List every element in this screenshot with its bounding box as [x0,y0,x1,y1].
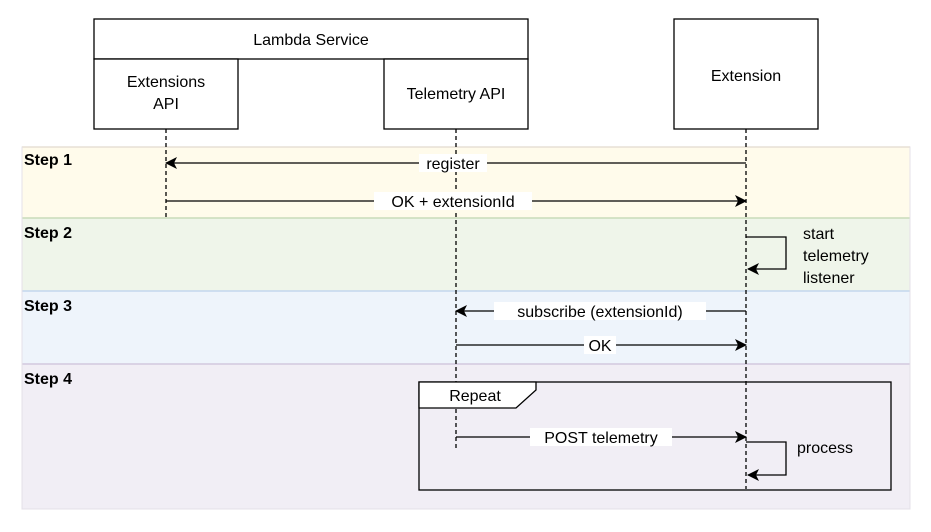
subscribe-label-bg [494,302,706,320]
start-label-line3: listener [803,270,855,287]
register-label: register [426,156,480,173]
extension-label: Extension [711,68,781,85]
lambda-service-box [93,18,529,60]
step2-band [22,218,910,291]
ok-extension-id-label-bg [374,192,532,210]
extensions-api-box [93,58,239,130]
step3-label: Step 3 [24,298,72,315]
repeat-tab [418,381,537,409]
start-label-line1: start [803,226,835,243]
process-self-arrow [746,441,787,481]
extensions-api-label-line1: Extensions [127,74,205,91]
start-label-line2: telemetry [803,248,869,265]
step1-label: Step 1 [24,152,72,169]
extensions-api-label-line2: API [153,96,179,113]
process-label: process [797,440,853,457]
post-telemetry-label-bg [530,428,672,446]
lambda-service-label: Lambda Service [253,32,369,49]
telemetry-api-label: Telemetry API [407,86,506,103]
subscribe-label: subscribe (extensionId) [517,304,682,321]
ok-label-bg [584,336,616,354]
repeat-frame [418,381,892,491]
ok-label: OK [588,338,611,355]
step2-label: Step 2 [24,225,72,242]
ok-extension-id-label: OK + extensionId [391,194,514,211]
start-listener-self-arrow [746,236,787,275]
telemetry-api-box [383,58,529,130]
register-label-bg [419,154,487,172]
post-telemetry-label: POST telemetry [544,430,658,447]
repeat-label: Repeat [449,388,501,405]
extension-box [673,18,819,130]
step4-label: Step 4 [24,371,72,388]
step3-band [22,291,910,364]
bands-outline [21,146,911,510]
